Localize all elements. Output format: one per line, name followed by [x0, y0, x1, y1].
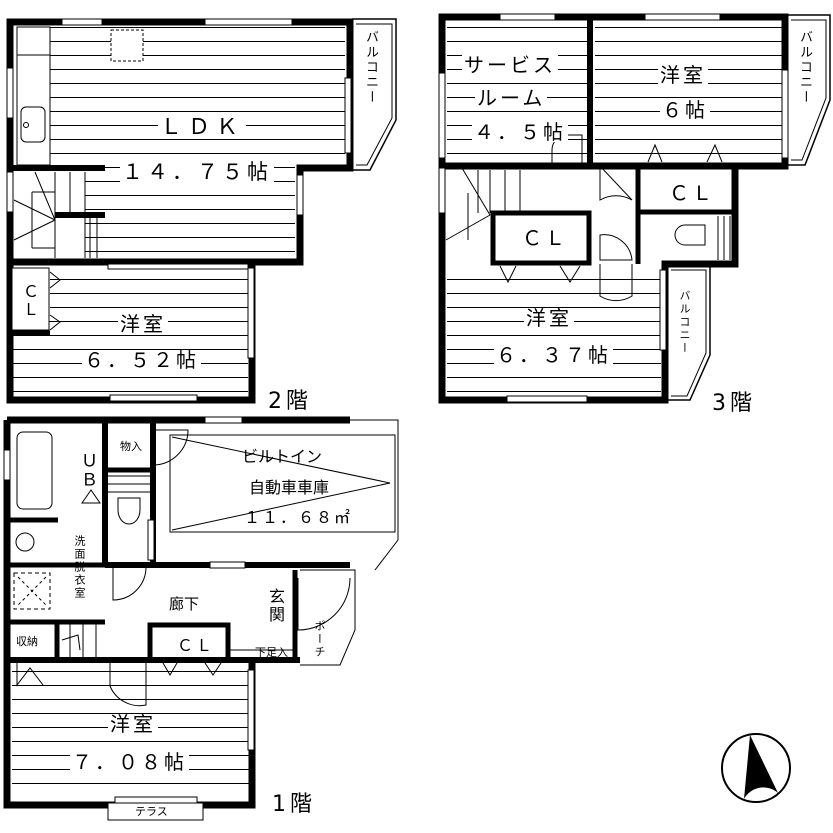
ldk-room-size: １４．７５帖 — [120, 160, 274, 184]
garage-size: １１．６８㎡ — [244, 508, 353, 527]
hallway-label: 廊下 — [169, 595, 200, 613]
floor-2-label: 2階 — [268, 389, 312, 414]
floor-3-label: 3階 — [712, 391, 756, 416]
terrace-label: テラス — [135, 805, 168, 818]
service-room-name-2: ルーム — [475, 86, 548, 110]
floor-3-plan — [438, 13, 831, 404]
garage-name-1: ビルトイン — [242, 447, 323, 466]
garage-name-2: 自動車車庫 — [249, 478, 330, 497]
western-2f-name: 洋室 — [118, 312, 168, 336]
service-room-name-1: サービス — [462, 53, 558, 77]
storage-in-label: 物入 — [120, 440, 142, 453]
unit-bath-label: ＵＢ — [77, 452, 97, 490]
entrance-label: 玄関 — [266, 588, 285, 624]
floor-1-label: 1階 — [272, 792, 316, 817]
closet-1f-label: ＣＬ — [177, 636, 216, 655]
porch-label: ポーチ — [313, 620, 326, 659]
service-room-size: ４．５帖 — [472, 120, 568, 144]
western-1f-size: ７．０８帖 — [70, 750, 189, 774]
western-3f-north-size: ６帖 — [660, 98, 710, 122]
western-3f-north-name: 洋室 — [658, 63, 708, 87]
western-3f-south-name: 洋室 — [524, 306, 574, 330]
floor-2-plan — [6, 18, 397, 404]
closet-2f-label: ＣＬ — [20, 283, 39, 319]
balcony-3f-north-label: バルコニー — [797, 30, 812, 105]
closet-3f-left: ＣＬ — [522, 226, 568, 250]
shoe-box-label: 下足入 — [255, 646, 288, 659]
washroom-label: 洗面脱衣室 — [73, 535, 86, 600]
closet-3f-right: ＣＬ — [669, 181, 715, 205]
balcony-3f-south-label: バルコニー — [678, 290, 691, 355]
western-3f-south-size: ６．３７帖 — [494, 343, 613, 367]
north-arrow-icon — [721, 733, 791, 803]
western-2f-size: ６．５２帖 — [82, 348, 201, 372]
storage-label: 収納 — [16, 635, 38, 648]
western-1f-name: 洋室 — [108, 712, 158, 736]
floor-1-plan — [3, 416, 399, 821]
ldk-room-name: ＬＤＫ — [158, 115, 247, 140]
balcony-2f-label: バルコニー — [363, 30, 378, 105]
